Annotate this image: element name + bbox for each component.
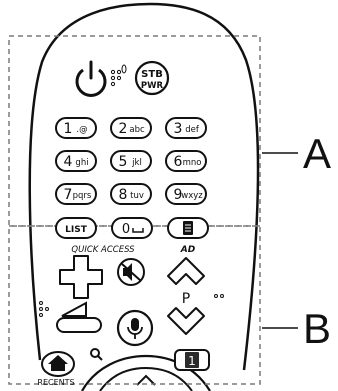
guide-icon — [183, 221, 193, 235]
volume-down-button[interactable] — [56, 317, 102, 333]
ad-label: AD — [180, 245, 196, 255]
key-digit: 8 — [119, 187, 128, 203]
key-letters: wxyz — [181, 191, 203, 201]
power-icon — [75, 68, 107, 97]
key-letters: .@ — [76, 125, 87, 135]
mic-icon — [127, 318, 143, 339]
program-label: P — [182, 291, 190, 307]
volume-braille-dots-icon — [39, 301, 49, 317]
home-button[interactable] — [41, 351, 75, 377]
wheel-arc-outer — [81, 354, 211, 391]
mute-button[interactable] — [117, 258, 145, 286]
wheel-up-arrow-icon — [136, 374, 156, 386]
space-icon — [132, 228, 144, 233]
mute-icon — [121, 263, 142, 282]
search-icon[interactable] — [90, 348, 103, 361]
key-1-button[interactable]: 1.@ — [55, 117, 97, 139]
power-button[interactable] — [75, 60, 107, 97]
program-braille-dots-icon — [214, 294, 224, 298]
stb-label: STB — [141, 69, 163, 80]
braille-dots-icon — [110, 64, 127, 87]
quick-access-label: QUICK ACCESS — [71, 245, 135, 255]
wheel-arc-inner — [99, 366, 193, 391]
callout-b-label: B — [303, 305, 331, 352]
key-letters: jkl — [131, 158, 142, 168]
region-a-box — [8, 35, 261, 227]
key-digit: 3 — [174, 121, 183, 137]
channel-up-button[interactable] — [167, 257, 205, 285]
volume-up-button[interactable] — [59, 255, 103, 299]
pwr-label: PWR — [141, 81, 164, 91]
one-label: 1 — [188, 354, 196, 368]
channel-down-button[interactable] — [167, 307, 205, 335]
remote-body-outline — [28, 2, 260, 371]
key-letters: pqrs — [73, 191, 92, 201]
key-letters: def — [185, 125, 200, 135]
stb-power-button[interactable]: STB PWR — [134, 60, 170, 96]
input-one-button[interactable]: 1 — [174, 349, 210, 371]
zero-space-button[interactable]: 0 — [111, 217, 153, 239]
region-b-box — [8, 225, 261, 385]
callout-a-label: A — [303, 130, 331, 177]
key-digit: 4 — [64, 154, 73, 170]
key-digit: 9 — [174, 187, 183, 203]
home-icon — [48, 355, 68, 371]
guide-button[interactable] — [167, 217, 209, 239]
key-digit: 7 — [64, 187, 73, 203]
key-letters: mno — [183, 158, 202, 168]
key-letters: abc — [129, 125, 145, 135]
key-digit: 5 — [119, 154, 128, 170]
key-digit: 6 — [174, 154, 183, 170]
key-digit: 2 — [119, 121, 128, 137]
recents-label: RECENTS — [37, 378, 74, 387]
zero-digit: 0 — [122, 222, 130, 237]
list-button[interactable]: LIST — [55, 217, 97, 239]
volume-triangle-icon — [61, 301, 87, 317]
list-label: LIST — [65, 225, 88, 235]
key-digit: 1 — [64, 121, 73, 137]
key-letters: tuv — [130, 191, 144, 201]
key-letters: ghi — [75, 158, 88, 168]
voice-mic-button[interactable] — [116, 309, 154, 347]
